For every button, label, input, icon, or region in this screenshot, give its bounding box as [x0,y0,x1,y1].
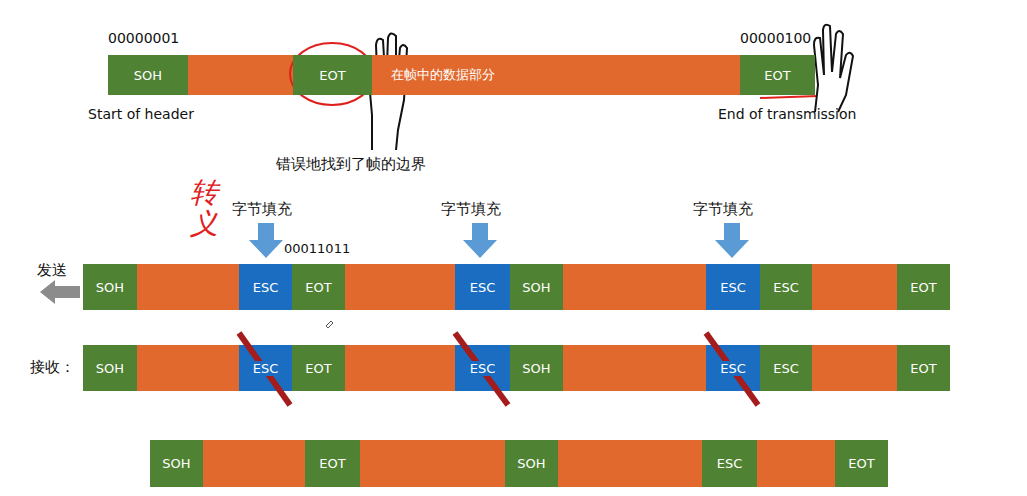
byte-label: SOH [161,456,191,471]
byte-label: EOT [847,456,875,471]
byte-label: SOH [133,68,163,83]
control-byte: EOT [292,345,345,391]
control-byte: EOT [835,440,888,487]
byte-label: SOH [95,280,125,295]
byte-label: EOT [318,68,346,83]
escape-byte: ESC [239,345,292,391]
row-label: 接收： [30,358,75,377]
binary-code: 00000001 [108,30,179,46]
control-byte: EOT [897,264,950,310]
byte-label: ESC [716,456,744,471]
control-byte: SOH [505,440,558,487]
control-byte: SOH [510,264,563,310]
byte-label: EOT [304,361,332,376]
control-byte: ESC [760,264,812,310]
escape-byte: ESC [455,264,510,310]
control-byte: EOT [292,264,345,310]
binary-code: 00000100 [740,30,811,46]
byte-label: SOH [521,361,551,376]
byte-label: EOT [909,280,937,295]
byte-label: ESC [772,280,800,295]
row-label: 发送 [37,261,67,280]
byte-label: ESC [772,361,800,376]
control-byte: EOT [305,440,360,487]
control-byte: SOH [108,55,188,95]
escape-byte: ESC [239,264,292,310]
byte-label: ESC [469,361,497,376]
byte-label: EOT [318,456,346,471]
stuffing-label: 字节填充 [441,200,501,219]
binary-code: 00011011 [284,241,350,256]
byte-label: ESC [719,361,747,376]
red-underline [760,96,818,98]
hand-icon [368,25,853,150]
data-field: 在帧中的数据部分 [372,55,740,95]
escape-byte: ESC [706,264,760,310]
byte-label: SOH [95,361,125,376]
control-byte: EOT [740,55,815,95]
byte-label: SOH [521,280,551,295]
stuffing-label: 字节填充 [693,200,753,219]
control-byte: SOH [510,345,563,391]
field-name: End of transmission [718,106,856,122]
byte-label: EOT [304,280,332,295]
byte-label: EOT [763,68,791,83]
pencil-mark [326,321,333,328]
red-circle [290,43,374,105]
byte-label: EOT [909,361,937,376]
frame-bar [108,55,815,95]
byte-label: 在帧中的数据部分 [390,66,496,84]
frame-bar [150,440,888,487]
byte-label: ESC [719,280,747,295]
control-byte: SOH [150,440,203,487]
control-byte: SOH [83,264,137,310]
control-byte: SOH [83,345,137,391]
escape-byte: ESC [455,345,510,391]
field-name: Start of header [88,106,194,122]
byte-label: ESC [469,280,497,295]
control-byte: EOT [293,55,372,95]
stuffing-label: 字节填充 [232,200,292,219]
handwritten-note: 转义 [190,178,218,240]
stuffing-arrow [249,223,749,258]
byte-label: ESC [252,361,280,376]
note: 错误地找到了帧的边界 [276,155,426,174]
frame-bar [83,264,950,310]
frame-bar [83,345,950,391]
control-byte: EOT [897,345,950,391]
escape-byte: ESC [706,345,760,391]
control-byte: ESC [702,440,757,487]
byte-label: SOH [516,456,546,471]
byte-label: ESC [252,280,280,295]
control-byte: ESC [760,345,812,391]
send-arrow [40,280,80,304]
